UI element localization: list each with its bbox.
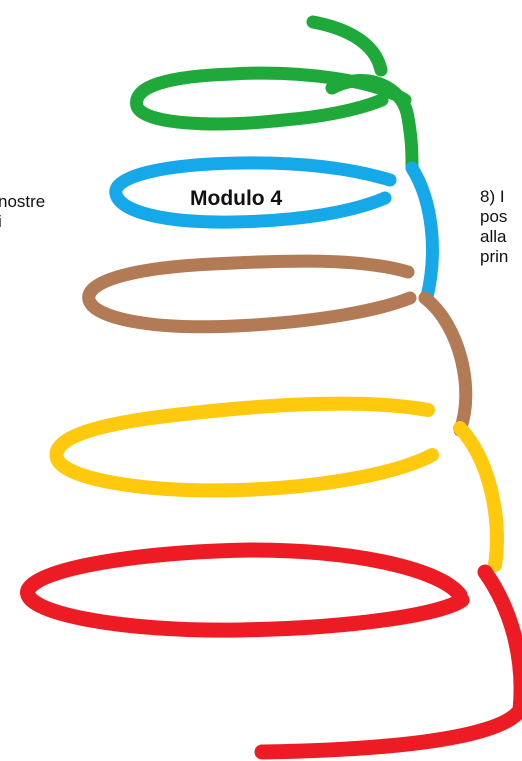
spiral-coil-green	[130, 15, 419, 172]
spiral-coil-brown	[82, 254, 473, 437]
spiral-coil-blue	[109, 156, 439, 304]
right-text-fragment: 8) I pos alla prin	[480, 187, 509, 266]
spiral-coil-red	[20, 542, 522, 760]
spiral-coil-yellow	[49, 396, 504, 572]
left-text-fragment: nostre i	[0, 192, 46, 231]
module-title: Modulo 4	[190, 187, 283, 210]
